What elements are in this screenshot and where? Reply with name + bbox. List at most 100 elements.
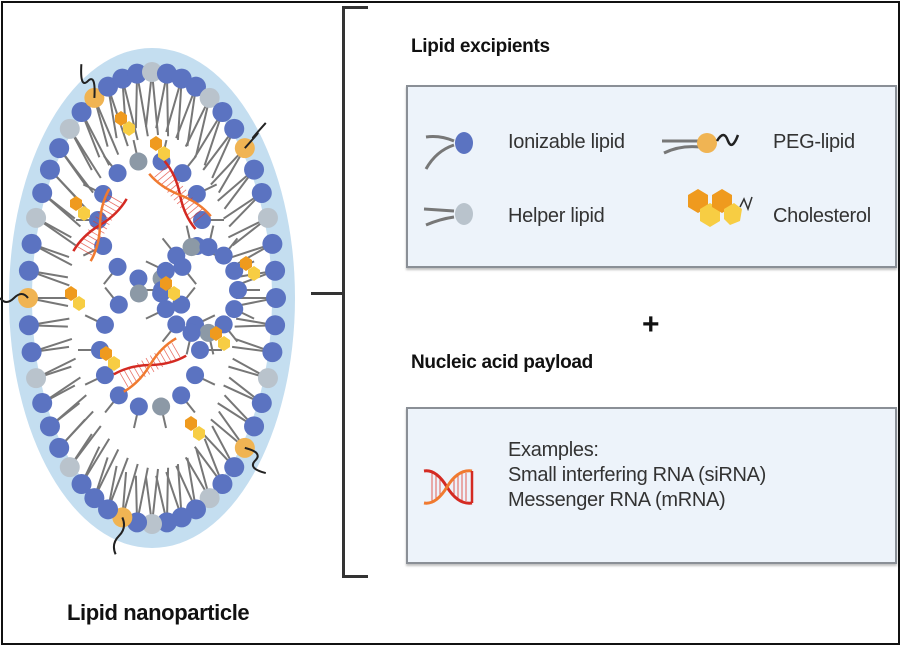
ionizable-lipid-head xyxy=(244,416,265,437)
bracket-top xyxy=(342,6,368,9)
rna-strands xyxy=(72,160,212,393)
ionizable-lipid-head xyxy=(108,257,127,276)
helper-lipid-head xyxy=(26,368,47,389)
ionizable-lipid-head xyxy=(212,473,233,494)
lipid-tail xyxy=(93,97,120,155)
ionizable-lipid-head xyxy=(109,295,128,314)
lipid-tail xyxy=(121,78,139,141)
ionizable-lipid-head xyxy=(84,488,105,509)
ionizable-lipid-head xyxy=(39,159,60,180)
ionizable-lipid-head xyxy=(186,366,205,385)
ionizable-lipid-head xyxy=(21,342,42,363)
ionizable-lipid-head xyxy=(173,164,192,183)
cholesterol-molecule xyxy=(70,196,90,221)
excipients-panel: Ionizable lipid PEG-lipid Helper lipid C… xyxy=(406,85,897,268)
payload-heading: Nucleic acid payload xyxy=(411,352,593,373)
ionizable-lipid-head xyxy=(214,246,233,265)
ionizable-lipid-icon xyxy=(424,132,473,170)
ionizable-lipid-head xyxy=(225,300,244,319)
payload-panel: Examples: Small interfering RNA (siRNA) … xyxy=(406,407,897,564)
cholesterol-molecule xyxy=(185,416,205,441)
ionizable-lipid-head xyxy=(98,499,119,520)
ionizable-lipid-head xyxy=(262,233,283,254)
peg-chains xyxy=(0,64,267,555)
helper-lipid-head xyxy=(59,457,80,478)
cholesterol-molecule xyxy=(115,111,135,136)
ionizable-lipid-head xyxy=(32,393,53,414)
cholesterol-molecule xyxy=(100,346,120,371)
ionizable-lipid-head xyxy=(172,386,191,405)
plus-sign: + xyxy=(642,308,660,341)
excipients-heading: Lipid excipients xyxy=(411,36,550,57)
rna-strand xyxy=(148,160,212,230)
ionizable-lipid-head xyxy=(225,261,244,280)
ionizable-lipid-head xyxy=(156,261,175,280)
legend-label-helper: Helper lipid xyxy=(508,205,605,227)
ionizable-lipid-head xyxy=(156,512,177,533)
rna-strand xyxy=(113,337,187,393)
cholesterol-molecule xyxy=(150,136,170,161)
ionizable-lipid-head xyxy=(244,159,265,180)
ionizable-lipid-head xyxy=(127,63,148,84)
ionizable-lipid-head xyxy=(129,284,148,303)
peg-chain xyxy=(0,293,29,303)
ionizable-lipid-head xyxy=(49,437,70,458)
cholesterol-icon xyxy=(688,189,753,227)
ionizable-lipid-head xyxy=(95,366,114,385)
ionizable-lipid-head xyxy=(152,397,171,416)
ionizable-lipid-head xyxy=(212,102,233,123)
ionizable-lipid-head xyxy=(32,182,53,203)
ionizable-lipid-head xyxy=(265,315,286,336)
connector-line xyxy=(311,292,344,295)
nanoparticle-caption: Lipid nanoparticle xyxy=(67,600,250,625)
ionizable-lipid-head xyxy=(266,288,286,308)
ionizable-lipid-head xyxy=(39,416,60,437)
cholesterol-molecule xyxy=(160,276,180,301)
ionizable-lipid-head xyxy=(167,246,186,265)
payload-example-sirna: Small interfering RNA (siRNA) xyxy=(508,464,767,486)
ionizable-lipid-head xyxy=(129,152,148,171)
ionizable-lipid-head xyxy=(191,341,209,359)
ionizable-lipid-head xyxy=(185,76,206,97)
helper-lipid-icon xyxy=(423,203,473,227)
ionizable-lipid-head xyxy=(265,260,286,281)
ionizable-lipid-head xyxy=(109,386,128,405)
helper-lipid-head xyxy=(59,118,80,139)
ionizable-lipid-head xyxy=(224,457,245,478)
peg-lipid-icon xyxy=(662,133,740,155)
peg-chain xyxy=(244,122,267,149)
cholesterol-molecule xyxy=(240,256,260,281)
peg-chain xyxy=(244,446,267,475)
ionizable-lipid-head xyxy=(199,238,218,257)
ionizable-lipid-head xyxy=(251,393,272,414)
ionizable-lipid-head xyxy=(182,323,201,342)
ionizable-lipid-head xyxy=(156,300,175,319)
cholesterol-molecule xyxy=(65,286,85,311)
helper-lipid-head xyxy=(199,87,220,108)
helper-lipid-head xyxy=(199,488,220,509)
ionizable-lipid-head xyxy=(21,233,42,254)
cholesterol-molecule xyxy=(210,326,230,351)
ionizable-lipid-head xyxy=(49,138,70,159)
ionizable-lipid-head xyxy=(71,473,92,494)
bracket-bottom xyxy=(342,575,368,578)
ionizable-lipid-head xyxy=(224,118,245,139)
ionizable-lipid-head xyxy=(167,315,186,334)
legend-label-ionizable: Ionizable lipid xyxy=(508,131,625,153)
legend-label-cholesterol: Cholesterol xyxy=(773,205,871,227)
ionizable-lipid-head xyxy=(18,315,39,336)
payload-example-mrna: Messenger RNA (mRNA) xyxy=(508,489,726,511)
peg-chain xyxy=(112,517,126,555)
bracket-vertical xyxy=(342,6,345,578)
ionizable-lipid-head xyxy=(18,260,39,281)
outer-lipid-heads xyxy=(18,62,286,534)
helper-lipid-head xyxy=(257,368,278,389)
legend-label-peg: PEG-lipid xyxy=(773,131,855,153)
cholesterol-molecules xyxy=(65,111,260,441)
ionizable-lipid-head xyxy=(71,102,92,123)
ionizable-lipid-head xyxy=(172,295,191,314)
lipid-nanoparticle-illustration xyxy=(0,48,295,555)
peg-chain xyxy=(80,64,96,98)
ionizable-lipid-head xyxy=(187,184,206,203)
rna-strand xyxy=(72,188,128,262)
